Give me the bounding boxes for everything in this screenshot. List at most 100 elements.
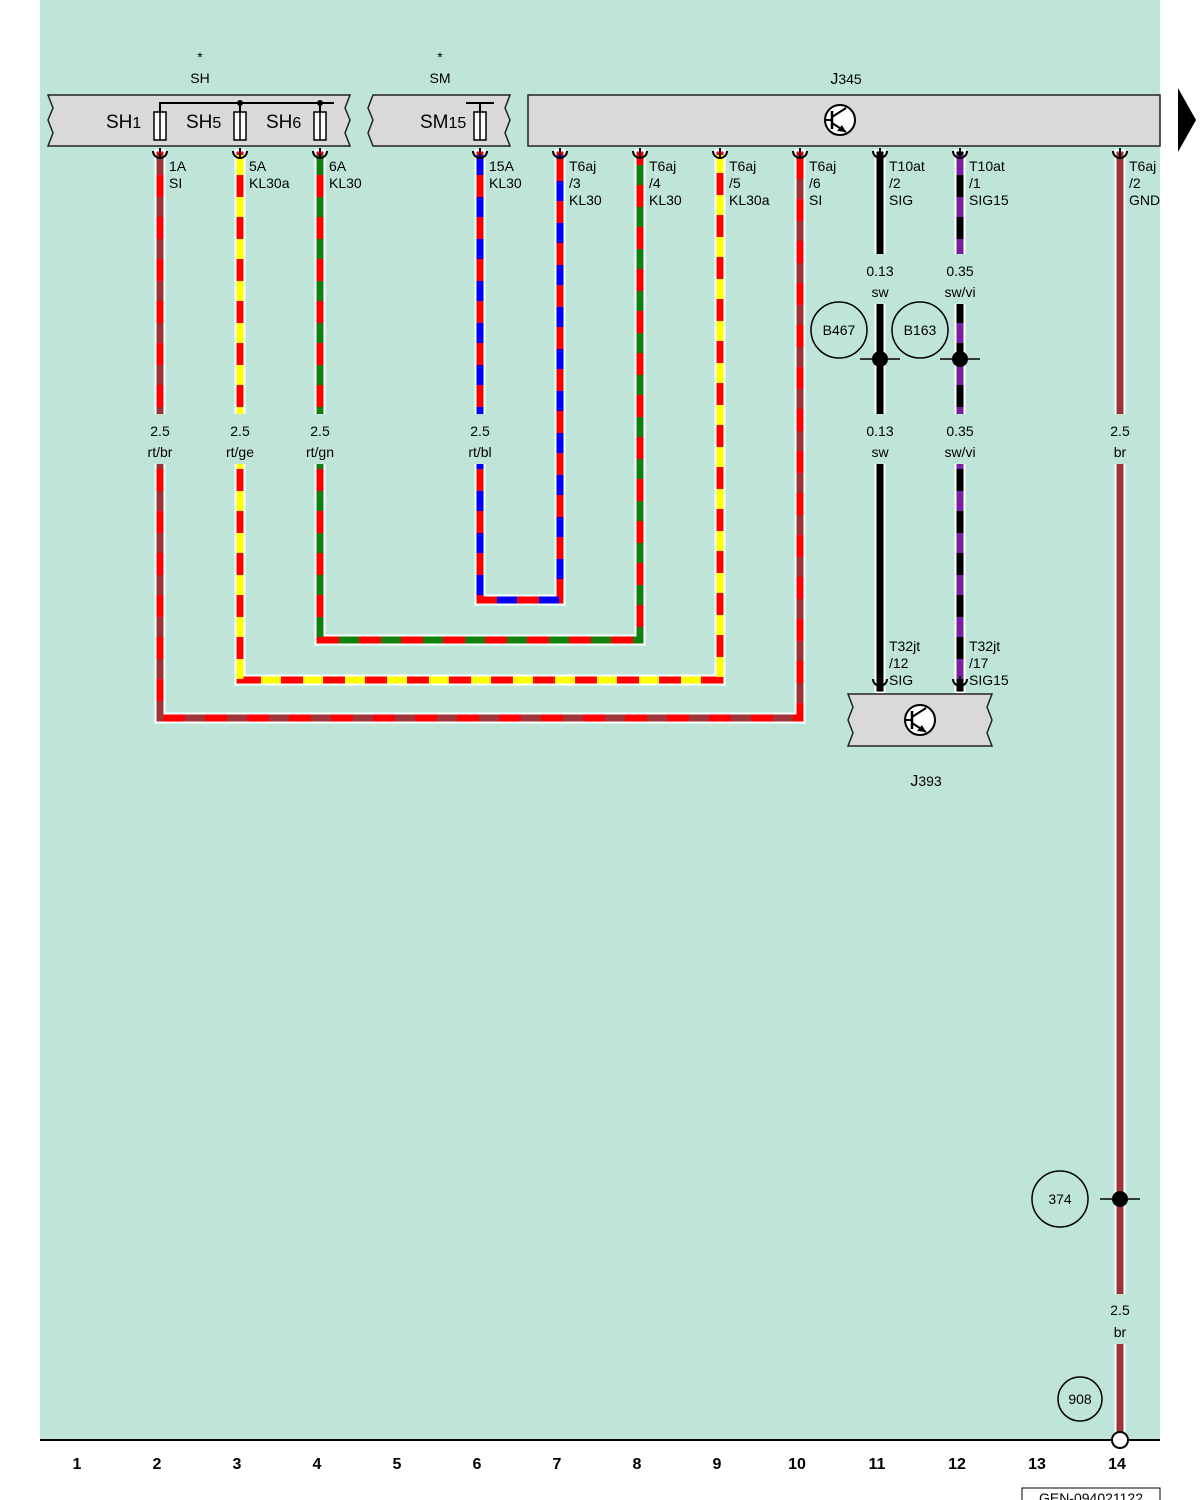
connector-pin-icon [232,148,248,159]
page-continue-arrow-icon [1178,88,1196,152]
fuse-label-sh6: SH6 [266,112,301,133]
svg-text:0.13: 0.13 [866,263,893,279]
svg-text:sw/vi: sw/vi [944,444,975,460]
svg-text:sw: sw [871,284,889,300]
connector-pin-icon [792,148,808,159]
wire-labels: 2.5rt/br 2.5rt/ge 2.5rt/gn 2.5rt/bl 0.13… [136,254,1140,1344]
column-number: 11 [869,1456,886,1473]
wire-label-br-lower: 2.5 br [1100,1294,1140,1344]
connector-pin-icon [472,148,488,159]
splice-node [952,351,968,367]
svg-text:rt/gn: rt/gn [306,444,334,460]
fuse-label-sh5: SH5 [186,112,221,133]
svg-text:br: br [1114,1324,1127,1340]
svg-text:rt/br: rt/br [148,444,173,460]
component-j345: J345 [527,71,1196,152]
splice-b467-label: B467 [823,322,856,338]
wire-label-rt-ge: 2.5rt/ge [216,414,264,464]
wire-label-rt-br: 2.5rt/br [136,414,184,464]
component-sh: * SH SH1 SH5 SH6 [46,49,352,147]
sh-busbar [159,102,334,112]
wire-label-rt-gn: 2.5 rt/gn [296,414,344,464]
connector-pin-icon [872,148,888,159]
column-number: 13 [1028,1456,1046,1473]
diagram-code: GEN-094021122 [1039,1490,1143,1500]
svg-text:2.5: 2.5 [1110,423,1130,439]
connector-pin-icon [872,676,888,687]
wire-label-sw-upper: 0.13 sw [856,254,904,304]
wire-label-br-upper: 2.5br [1100,414,1140,464]
splice-b163-label: B163 [904,322,937,338]
fuse-icon [473,111,487,141]
sh-title: SH [190,70,209,86]
svg-text:rt/bl: rt/bl [468,444,491,460]
column-number: 3 [233,1456,242,1473]
ground-908-badge [1057,1376,1103,1422]
connector-pin-icon [552,148,568,159]
column-number: 14 [1108,1456,1126,1473]
connector-pin-icon [632,148,648,159]
connector-pin-icon [952,676,968,687]
component-sm: * SM SM15 [367,49,512,147]
column-number: 1 [73,1456,82,1473]
svg-text:2.5: 2.5 [470,423,490,439]
fuse-label-sm15: SM15 [420,112,466,133]
column-number: 5 [393,1456,402,1473]
svg-text:2.5: 2.5 [1110,1302,1130,1318]
sh-box [46,94,352,147]
column-number: 12 [948,1456,966,1473]
column-number: 7 [553,1456,562,1473]
splice-b163-badge [891,301,949,359]
sh-star: * [197,49,203,65]
column-number: 10 [788,1456,806,1473]
wire-label-swvi-lower: 0.35 sw/vi [936,414,984,464]
column-number: 8 [633,1456,642,1473]
component-j393: J393 [846,693,994,790]
connector-pin-icon [952,148,968,159]
svg-text:0.35: 0.35 [946,423,973,439]
fuse-icon [313,111,327,141]
sm-star: * [437,49,443,65]
fuse-icon [153,111,167,141]
connector-pin-icon [312,148,328,159]
splices: B467 B163 374 908 [810,301,1140,1422]
wire-label-swvi-upper: 0.35 sw/vi [936,254,984,304]
fuse-icon [233,111,247,141]
wire-rt-gn-sh6-to-t6aj4 [314,149,646,646]
svg-text:0.13: 0.13 [866,423,893,439]
splice-374-label: 374 [1048,1191,1072,1207]
wire-rt-bl-sm15-to-t6aj3 [474,149,566,606]
svg-text:2.5: 2.5 [230,423,250,439]
ground-908-label: 908 [1068,1391,1092,1407]
j393-label: J393 [910,773,942,790]
svg-text:2.5: 2.5 [310,423,330,439]
splice-374-badge [1031,1170,1089,1228]
connector-pin-icon [712,148,728,159]
svg-text:sw: sw [871,444,889,460]
splice-b467-badge [810,301,868,359]
column-number: 6 [473,1456,482,1473]
diagram-code-box [1021,1487,1161,1500]
column-number: 4 [313,1456,322,1473]
wire-label-sw-lower: 0.13 sw [856,414,904,464]
svg-text:sw/vi: sw/vi [944,284,975,300]
splice-node [1112,1191,1128,1207]
fuse-label-sh1: SH1 [106,112,141,133]
ground-terminal-icon [1111,1431,1129,1449]
wire-label-rt-bl: 2.5 rt/bl [456,414,504,464]
svg-text:0.35: 0.35 [946,263,973,279]
transistor-icon [824,104,856,136]
